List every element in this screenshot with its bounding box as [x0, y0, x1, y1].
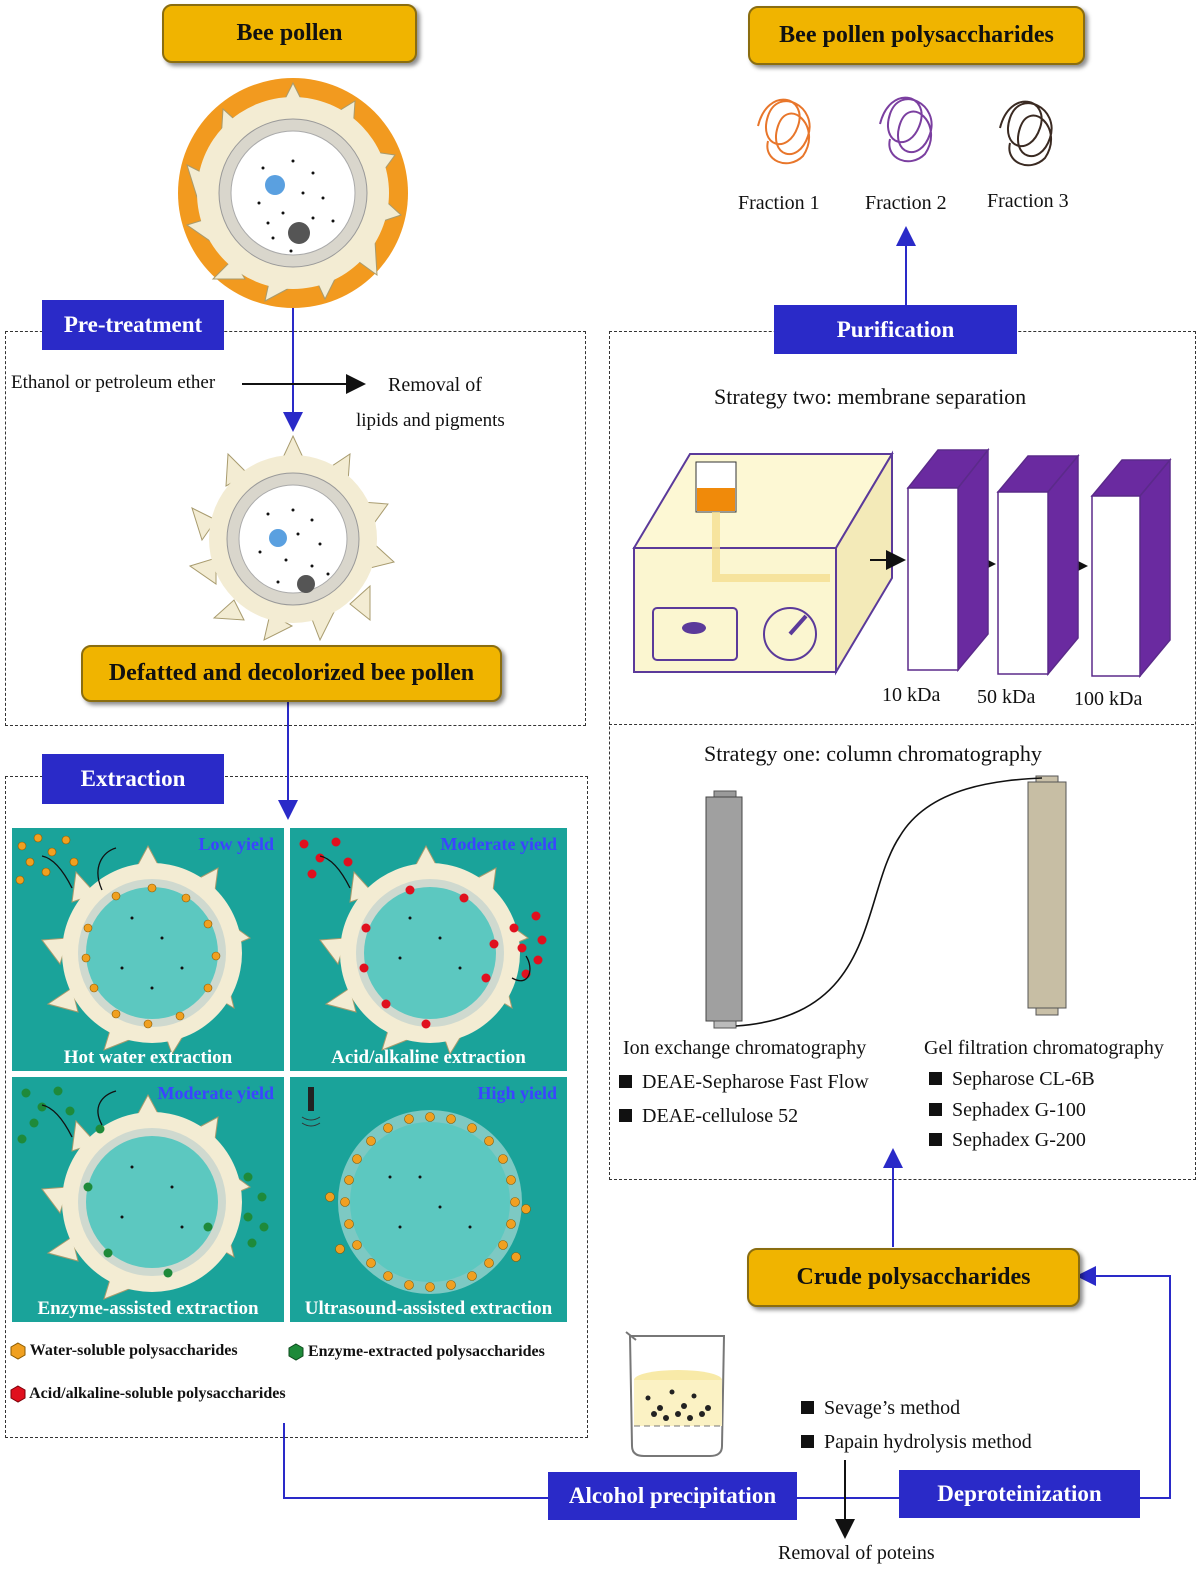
bee-pollen-illustration	[178, 78, 408, 308]
fraction-2-label: Fraction 2	[865, 192, 947, 214]
bee-pollen-node: Bee pollen	[162, 4, 417, 63]
solvent-text: Ethanol or petroleum ether	[11, 372, 216, 393]
beaker-icon	[625, 1331, 726, 1457]
bee-pollen-polysaccharides-node: Bee pollen polysaccharides	[748, 6, 1085, 65]
column-title: Strategy one: column chromatography	[704, 741, 1042, 766]
label-hot-water: Hot water extraction	[63, 1047, 233, 1068]
fraction-2-icon	[879, 96, 933, 163]
ion-item-1: DEAE-Sepharose Fast Flow	[619, 1071, 869, 1094]
purification-label: Purification	[774, 305, 1017, 354]
sevage-method: Sevage’s method	[801, 1397, 960, 1420]
pretreatment-frame	[5, 331, 586, 726]
label-ultrasound: Ultrasound-assisted extraction	[304, 1298, 553, 1319]
membrane-50kda: 50 kDa	[977, 686, 1036, 708]
label-acid-alkaline: Acid/alkaline extraction	[331, 1047, 526, 1068]
membrane-title: Strategy two: membrane separation	[714, 384, 1027, 409]
gel-filtration-title: Gel filtration chromatography	[924, 1037, 1164, 1059]
fraction-3-icon	[999, 100, 1053, 167]
ion-item-2: DEAE-cellulose 52	[619, 1105, 798, 1128]
fraction-3-label: Fraction 3	[987, 190, 1069, 212]
defatted-pollen-illustration	[188, 434, 396, 642]
yield-ultrasound: High yield	[477, 1083, 557, 1103]
extraction-label: Extraction	[42, 754, 224, 804]
deproteinization-label: Deproteinization	[899, 1470, 1140, 1518]
defatted-node: Defatted and decolorized bee pollen	[81, 645, 502, 702]
panel-hot-water: Low yield Hot water extraction	[12, 828, 284, 1071]
columns-illustration	[705, 775, 1067, 1029]
alcohol-precipitation-label: Alcohol precipitation	[548, 1472, 797, 1520]
yield-enzyme: Moderate yield	[157, 1083, 274, 1103]
gel-item-2: Sephadex G-100	[929, 1099, 1086, 1122]
arrow-extraction-to-alcohol	[283, 1423, 548, 1499]
panel-ultrasound: High yield Ultrasound-assisted extractio…	[290, 1077, 567, 1322]
removal-proteins-text: Removal of poteins	[778, 1542, 935, 1564]
crude-polysaccharides-node: Crude polysaccharides	[747, 1248, 1080, 1307]
yield-acid-alkaline: Moderate yield	[440, 834, 557, 854]
panel-acid-alkaline: Moderate yield Acid/alkaline extraction	[290, 828, 567, 1071]
gel-item-3: Sephadex G-200	[929, 1129, 1086, 1152]
legend-water: Water-soluble polysaccharides	[10, 1342, 238, 1360]
membrane-apparatus	[632, 447, 1172, 679]
arrow-deprot-to-crude	[1076, 1266, 1171, 1499]
papain-method: Papain hydrolysis method	[801, 1431, 1032, 1454]
fraction-1-label: Fraction 1	[738, 192, 820, 214]
purification-divider	[609, 724, 1194, 725]
ion-exchange-title: Ion exchange chromatography	[623, 1037, 867, 1059]
removal-lipids-line1: Removal of	[388, 374, 482, 396]
membrane-100kda: 100 kDa	[1074, 688, 1143, 710]
fraction-1-icon	[757, 98, 811, 165]
removal-lipids-line2: lipids and pigments	[356, 410, 505, 431]
yield-hot-water: Low yield	[198, 834, 274, 854]
extraction-frame	[5, 776, 588, 1438]
legend-enzyme: Enzyme-extracted polysaccharides	[288, 1343, 545, 1361]
gel-item-1: Sepharose CL-6B	[929, 1068, 1095, 1091]
pretreatment-label: Pre-treatment	[42, 300, 224, 350]
legend-acid: Acid/alkaline-soluble polysaccharides	[10, 1385, 286, 1403]
label-enzyme: Enzyme-assisted extraction	[37, 1298, 259, 1319]
panel-enzyme: Moderate yield Enzyme-assisted extractio…	[12, 1077, 284, 1322]
membrane-10kda: 10 kDa	[882, 684, 941, 706]
